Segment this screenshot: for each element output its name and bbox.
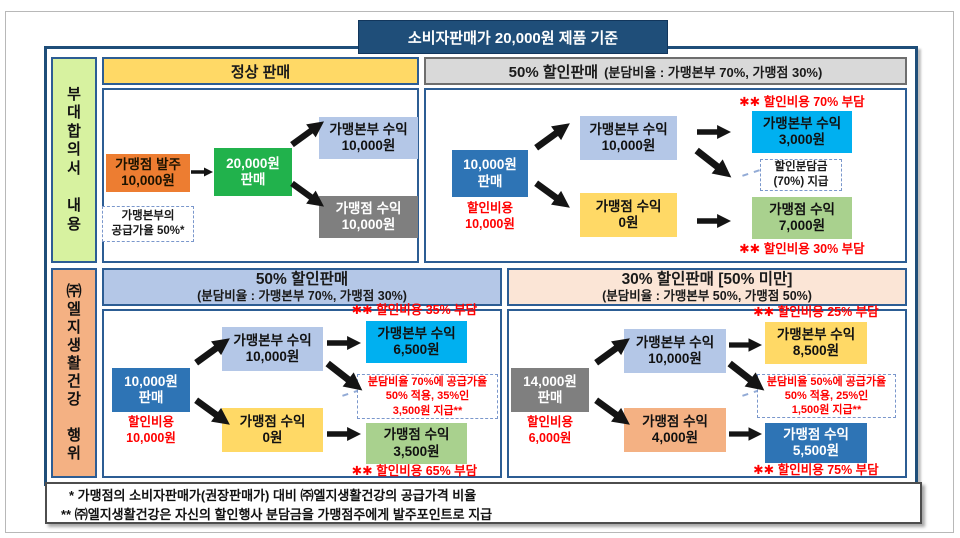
callout-share-c: 분담비율 70%에 공급가율 50% 적용, 35%인 3,500원 지급** xyxy=(357,374,498,419)
label-discount-cost-top: 할인비용 10,000원 xyxy=(465,201,515,231)
node-hq-final-c: 가맹본부 수익 6,500원 xyxy=(366,321,467,363)
header-main: 30% 할인판매 [50% 미만] xyxy=(621,270,793,288)
arrow-icon xyxy=(697,123,731,141)
page-border xyxy=(5,11,954,533)
node-store-revenue-d: 가맹점 수익 4,000원 xyxy=(624,408,726,452)
header-sub: (분담비율 : 가맹본부 70%, 가맹점 30%) xyxy=(197,288,407,303)
callout-discount-share: 할인분담금 (70%) 지급 xyxy=(760,159,842,191)
arrow-icon xyxy=(530,115,575,155)
node-store-revenue-c: 가맹점 수익 0원 xyxy=(222,408,323,452)
note-supply-ratio: 가맹본부의 공급가율 50%* xyxy=(102,206,194,242)
header-main: 50% 할인판매 xyxy=(508,63,599,81)
node-order: 가맹점 발주 10,000원 xyxy=(106,154,190,192)
sidebar-bottom-label: ㈜ 엘 지 생 활 건 강 행 위 xyxy=(51,268,97,478)
node-store-revenue-top: 가맹점 수익 0원 xyxy=(580,193,677,237)
label-hq-burden-c: ✱✱ 할인비용 35% 부담 xyxy=(351,303,478,317)
node-store-final-d: 가맹점 수익 5,500원 xyxy=(765,423,867,463)
label-hq-burden-d: ✱✱ 할인비용 25% 부담 xyxy=(753,305,879,319)
arrow-icon xyxy=(190,392,235,432)
arrow-icon xyxy=(327,334,361,352)
arrow-icon xyxy=(729,425,762,443)
arrow-icon xyxy=(697,212,731,230)
arrow-icon xyxy=(729,336,762,354)
arrow-icon xyxy=(689,141,739,186)
header-normal-sale: 정상 판매 xyxy=(102,57,419,85)
footnotes-box: * 가맹점의 소비자판매가(권장판매가) 대비 ㈜엘지생활건강의 공급가격 비율… xyxy=(45,482,922,524)
node-sale-14000: 14,000원 판매 xyxy=(511,368,589,412)
label-store-burden-c: ✱✱ 할인비용 65% 부담 xyxy=(351,464,478,478)
page-title: 소비자판매가 20,000원 제품 기준 xyxy=(358,20,668,54)
header-discount50-bottom: 50% 할인판매 (분담비율 : 가맹본부 70%, 가맹점 30%) xyxy=(102,268,502,306)
node-store-final-c: 가맹점 수익 3,500원 xyxy=(366,423,467,464)
header-discount50-top: 50% 할인판매 (분담비율 : 가맹본부 70%, 가맹점 30%) xyxy=(424,57,907,85)
node-store-revenue-normal: 가맹점 수익 10,000원 xyxy=(319,196,418,238)
arrow-icon xyxy=(530,175,575,215)
header-sub: (분담비율 : 가맹본부 70%, 가맹점 30%) xyxy=(604,64,823,80)
node-hq-revenue-normal: 가맹본부 수익 10,000원 xyxy=(319,117,418,159)
arrow-icon xyxy=(590,392,635,432)
label-store-burden-top: ✱✱ 할인비용 30% 부담 xyxy=(739,242,865,256)
arrow-icon xyxy=(287,176,330,214)
sidebar-top-label: 부 대 합 의 서 내 용 xyxy=(51,57,97,263)
node-store-final-top: 가맹점 수익 7,000원 xyxy=(752,197,852,239)
header-sub: (분담비율 : 가맹본부 50%, 가맹점 50%) xyxy=(602,288,812,303)
label-discount-cost-d: 할인비용 6,000원 xyxy=(526,415,573,445)
arrow-icon xyxy=(191,164,213,180)
callout-share-d: 분담비율 50%에 공급가율 50% 적용, 25%인 1,500원 지급** xyxy=(757,374,896,418)
label-hq-burden-top: ✱✱ 할인비용 70% 부담 xyxy=(739,95,865,109)
node-hq-final-d: 가맹본부 수익 8,500원 xyxy=(765,322,867,364)
node-sale-10000-c: 10,000원 판매 xyxy=(112,368,190,412)
arrow-icon xyxy=(723,355,772,399)
arrow-icon xyxy=(327,425,361,443)
label-store-burden-d: ✱✱ 할인비용 75% 부담 xyxy=(753,463,879,477)
node-hq-final-top: 가맹본부 수익 3,000원 xyxy=(752,111,852,153)
arrow-icon xyxy=(321,355,370,399)
arrow-icon xyxy=(190,330,235,370)
node-sale-20000: 20,000원 판매 xyxy=(214,148,292,196)
label-discount-cost-c: 할인비용 10,000원 xyxy=(126,415,176,445)
footnote-2: ** ㈜엘지생활건강은 자신의 할인행사 분담금을 가맹점주에게 발주포인트로 … xyxy=(61,506,493,522)
header-main: 50% 할인판매 xyxy=(255,270,349,288)
node-hq-revenue-top: 가맹본부 수익 10,000원 xyxy=(580,116,677,160)
arrow-icon xyxy=(590,330,635,370)
node-hq-revenue-c: 가맹본부 수익 10,000원 xyxy=(222,327,323,371)
node-hq-revenue-d: 가맹본부 수익 10,000원 xyxy=(624,329,726,373)
footnote-1: * 가맹점의 소비자판매가(권장판매가) 대비 ㈜엘지생활건강의 공급가격 비율 xyxy=(69,488,477,503)
arrow-icon xyxy=(287,114,330,152)
node-sale-10000-top: 10,000원 판매 xyxy=(452,150,528,197)
header-discount30: 30% 할인판매 [50% 미만] (분담비율 : 가맹본부 50%, 가맹점 … xyxy=(507,268,907,306)
